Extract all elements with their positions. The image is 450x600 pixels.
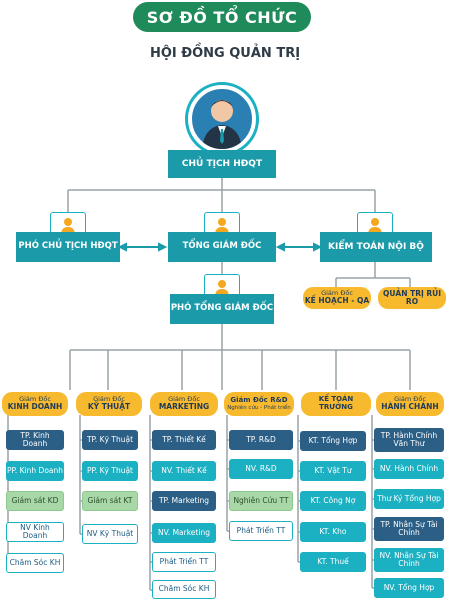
org-unit-box: TP. Kỹ Thuật: [82, 430, 138, 450]
org-unit-box: TP. Nhân Sự Tài Chính: [374, 517, 444, 541]
org-unit-box: Giám sát KT: [82, 491, 138, 511]
org-unit-box: Phát Triển TT: [229, 521, 293, 541]
ceo-box: TỔNG GIÁM ĐỐC: [168, 232, 276, 262]
org-unit-box: Nghiên Cứu TT: [229, 491, 293, 511]
org-unit-box: KT. Vật Tư: [300, 461, 366, 481]
risk-management-box: QUẢN TRỊ RỦI RO: [378, 287, 446, 309]
department-head-accounting: KẾ TOÁN TRƯỞNG: [301, 392, 371, 416]
org-unit-box: TP. Kinh Doanh: [6, 430, 64, 450]
org-unit-box: KT. Công Nợ: [300, 491, 366, 511]
org-unit-box: PP. Kinh Doanh: [6, 461, 64, 481]
org-unit-box: NV. Hành Chính: [374, 459, 444, 479]
org-unit-box: Phát Triển TT: [152, 552, 216, 572]
org-unit-box: TP. Hành Chính Văn Thư: [374, 428, 444, 452]
org-unit-box: NV Kỹ Thuật: [82, 524, 138, 544]
board-of-directors-heading: HỘI ĐỒNG QUẢN TRỊ: [149, 46, 301, 61]
chairman-box: CHỦ TỊCH HĐQT: [168, 150, 276, 178]
org-unit-box: Giám sát KD: [6, 491, 64, 511]
org-unit-box: TP. R&D: [229, 430, 293, 450]
deputy-ceo-box: PHÓ TỔNG GIÁM ĐỐC: [170, 294, 274, 324]
org-unit-box: NV. Tổng Hợp: [374, 578, 444, 598]
org-unit-box: KT. Thuế: [300, 552, 366, 572]
org-unit-box: NV. Nhân Sự Tài Chính: [374, 548, 444, 572]
org-unit-box: NV. R&D: [229, 459, 293, 479]
org-unit-box: PP. Kỹ Thuật: [82, 461, 138, 481]
org-unit-box: NV Kinh Doanh: [6, 522, 64, 542]
org-unit-box: NV. Marketing: [152, 523, 216, 543]
org-unit-box: KT. Tổng Hợp: [300, 431, 366, 451]
chart-title: SƠ ĐỒ TỔ CHỨC: [133, 2, 311, 32]
org-unit-box: TP. Thiết Kế: [152, 430, 216, 450]
org-unit-box: KT. Kho: [300, 522, 366, 542]
org-unit-box: Chăm Sóc KH: [6, 553, 64, 573]
internal-audit-box: KIỂM TOÁN NỘI BỘ: [320, 232, 432, 262]
org-unit-box: Chăm Sóc KH: [152, 580, 216, 599]
org-unit-box: TP. Marketing: [152, 491, 216, 511]
chairman-avatar-icon: [188, 85, 256, 153]
org-unit-box: Thư Ký Tổng Hợp: [374, 489, 444, 509]
org-unit-box: NV. Thiết Kế: [152, 461, 216, 481]
vice-chairman-box: PHÓ CHỦ TỊCH HĐQT: [16, 232, 120, 262]
